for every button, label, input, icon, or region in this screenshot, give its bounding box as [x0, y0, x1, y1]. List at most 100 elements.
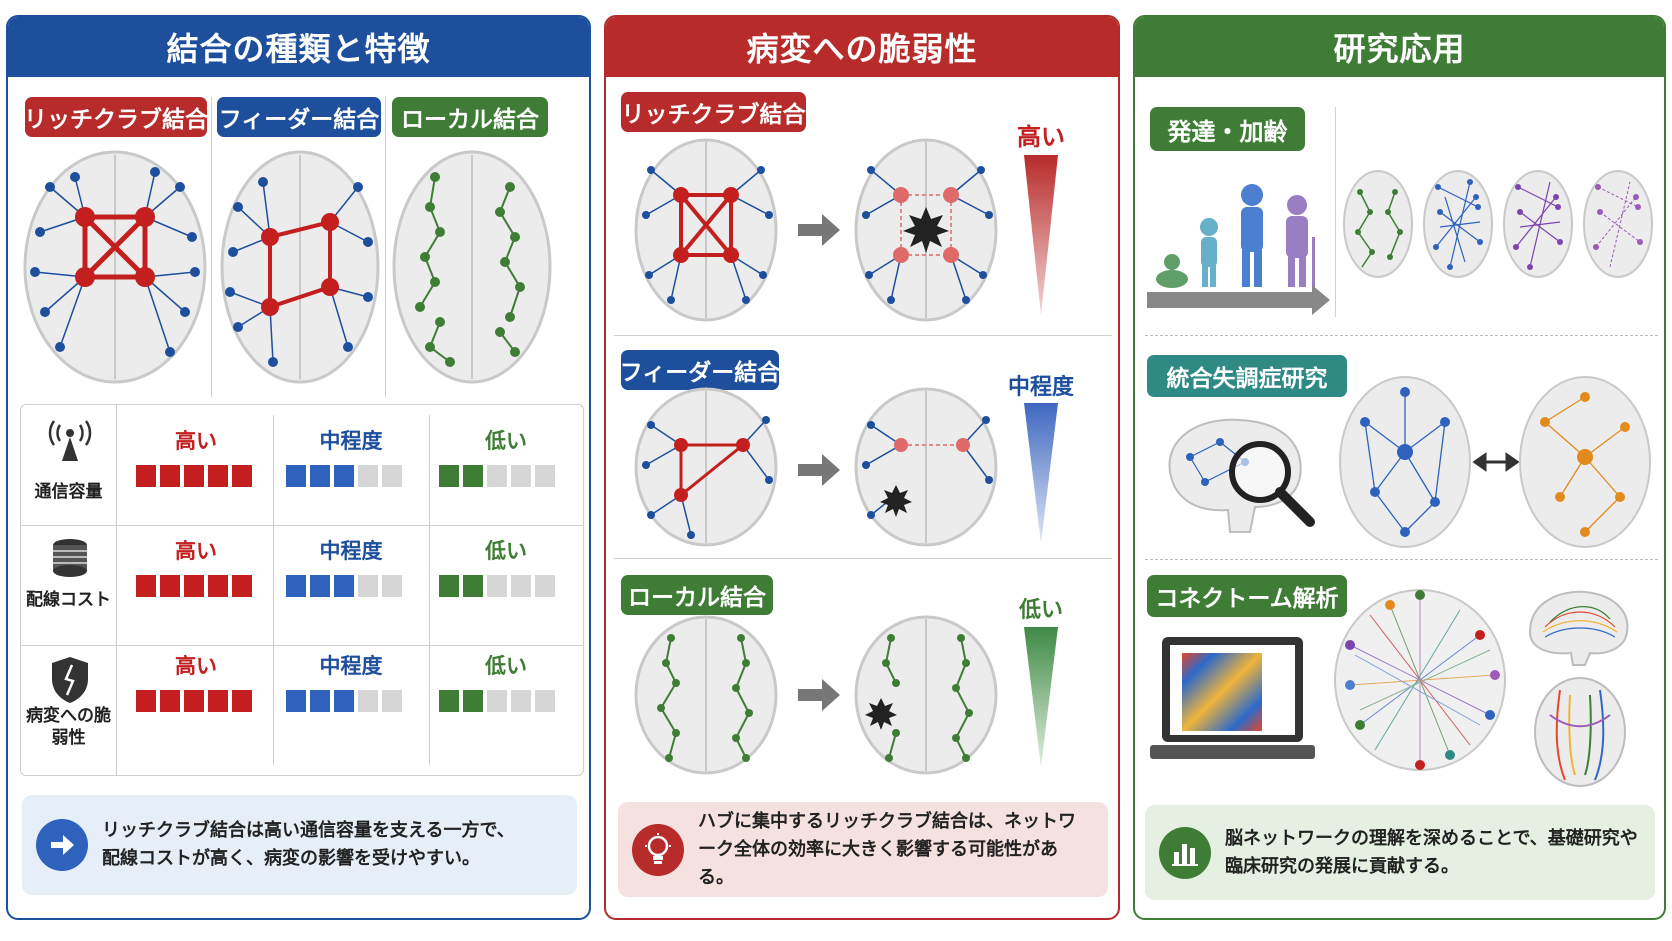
- panel-vulnerability: 病変への脆弱性 リッチクラブ結合 高い フィーダー結合: [604, 15, 1120, 920]
- level-block-filled: [286, 690, 306, 712]
- level-block-filled: [232, 465, 252, 487]
- level-block-filled: [310, 465, 330, 487]
- level-bar-high: [136, 465, 252, 487]
- level-bar-low: [439, 465, 555, 487]
- brain-connectome-graph: [1334, 589, 1506, 771]
- level-bar-medium: [286, 575, 402, 597]
- level-block-filled: [334, 465, 354, 487]
- level-block-filled: [160, 575, 180, 597]
- level-medium: 中程度: [319, 429, 383, 453]
- brain-local-before: [634, 615, 778, 775]
- brain-feeder-diagram: [220, 150, 380, 384]
- brain-rich-club-diagram: [23, 150, 207, 384]
- level-block-empty: [358, 690, 378, 712]
- tag-local: ローカル結合: [621, 575, 773, 615]
- level-block-filled: [334, 575, 354, 597]
- brain-feeder-lesioned: [854, 387, 998, 547]
- note-text: リッチクラブ結合は高い通信容量を支える一方で、配線コストが高く、病変の影響を受け…: [102, 820, 515, 869]
- brain-rich-club-lesioned: [854, 138, 998, 322]
- brain-feeder-before: [634, 387, 778, 547]
- level-block-filled: [136, 690, 156, 712]
- level-block-filled: [463, 465, 483, 487]
- level-block-empty: [487, 575, 507, 597]
- level-high: 高い: [175, 654, 217, 678]
- tag-feeder: フィーダー結合: [620, 350, 780, 390]
- vulnerability-level-medium: 中程度: [1007, 375, 1074, 400]
- level-block-filled: [136, 575, 156, 597]
- tag-local: ローカル結合: [392, 97, 548, 137]
- divider: [211, 97, 212, 397]
- tag-schizophrenia-research: 統合失調症研究: [1147, 355, 1347, 397]
- level-low: 低い: [485, 654, 527, 678]
- vulnerability-level-high: 高い: [1017, 123, 1065, 151]
- panel-connection-types: 結合の種類と特徴 リッチクラブ結合 フィーダー結合 ローカル結合: [6, 15, 591, 920]
- level-block-filled: [439, 465, 459, 487]
- level-block-filled: [160, 465, 180, 487]
- level-medium: 中程度: [319, 539, 383, 563]
- level-high: 高い: [175, 539, 217, 563]
- lightbulb-icon: [632, 823, 684, 876]
- brain-network-comparison: [1339, 376, 1651, 548]
- level-block-empty: [511, 575, 531, 597]
- arrow-right-icon: [798, 679, 840, 711]
- level-block-empty: [535, 575, 555, 597]
- level-gradient-wedge: [1024, 155, 1058, 315]
- arrow-right-icon: [798, 454, 840, 486]
- row-label-capacity: 通信容量: [34, 482, 103, 502]
- level-bar-medium: [286, 690, 402, 712]
- level-gradient-wedge: [1024, 627, 1058, 767]
- antenna-icon: [48, 420, 92, 461]
- row-label-wiring-cost: 配線コスト: [26, 590, 111, 610]
- row-label-vulnerability: 病変への脆弱性: [26, 706, 111, 748]
- level-block-filled: [232, 575, 252, 597]
- summary-note: 脳ネットワークの理解を深めることで、基礎研究や臨床研究の発展に貢献する。: [1145, 805, 1655, 900]
- level-block-empty: [358, 575, 378, 597]
- level-block-filled: [286, 575, 306, 597]
- level-block-empty: [511, 465, 531, 487]
- tag-development-aging: 発達・加齢: [1150, 107, 1305, 151]
- panel-title: 研究応用: [1135, 17, 1664, 77]
- level-bar-high: [136, 690, 252, 712]
- arrow-right-icon: [36, 819, 88, 871]
- level-block-empty: [487, 690, 507, 712]
- bar-chart-icon: [1159, 826, 1211, 879]
- level-block-filled: [160, 690, 180, 712]
- brain-local-lesioned: [854, 615, 998, 775]
- level-bar-high: [136, 575, 252, 597]
- vulnerability-level-low: 低い: [1018, 598, 1063, 623]
- level-block-filled: [232, 690, 252, 712]
- level-block-empty: [358, 465, 378, 487]
- summary-note: リッチクラブ結合は高い通信容量を支える一方で、配線コストが高く、病変の影響を受け…: [22, 795, 577, 895]
- note-text: 脳ネットワークの理解を深めることで、基礎研究や臨床研究の発展に貢献する。: [1225, 827, 1638, 877]
- level-medium: 中程度: [319, 654, 383, 678]
- brain-side-tractography: [1528, 590, 1629, 666]
- level-low: 低い: [485, 429, 527, 453]
- level-block-empty: [382, 575, 402, 597]
- level-block-filled: [208, 465, 228, 487]
- level-high: 高い: [175, 429, 217, 453]
- tag-rich-club: リッチクラブ結合: [24, 97, 208, 137]
- level-block-filled: [184, 575, 204, 597]
- level-block-empty: [382, 465, 402, 487]
- level-block-filled: [463, 575, 483, 597]
- tag-feeder: フィーダー結合: [217, 97, 381, 137]
- level-block-empty: [382, 690, 402, 712]
- panel-title: 病変への脆弱性: [606, 17, 1118, 77]
- divider: [385, 97, 386, 397]
- human-lifespan-icon: [1147, 184, 1330, 315]
- level-block-filled: [310, 575, 330, 597]
- level-block-filled: [184, 690, 204, 712]
- cable-spool-icon: [53, 539, 87, 577]
- summary-note: ハブに集中するリッチクラブ結合は、ネットワーク全体の効率に大きく影響する可能性が…: [618, 802, 1108, 897]
- level-block-filled: [439, 690, 459, 712]
- brain-magnifier-icon: [1168, 418, 1315, 533]
- tag-connectome-analysis: コネクトーム解析: [1147, 575, 1347, 617]
- laptop-matrix-icon: [1150, 637, 1315, 759]
- level-block-filled: [439, 575, 459, 597]
- level-bar-medium: [286, 465, 402, 487]
- level-gradient-wedge: [1024, 403, 1058, 543]
- note-text: ハブに集中するリッチクラブ結合は、ネットワーク全体の効率に大きく影響する可能性が…: [698, 810, 1076, 888]
- level-block-filled: [208, 575, 228, 597]
- level-block-filled: [286, 465, 306, 487]
- level-block-empty: [487, 465, 507, 487]
